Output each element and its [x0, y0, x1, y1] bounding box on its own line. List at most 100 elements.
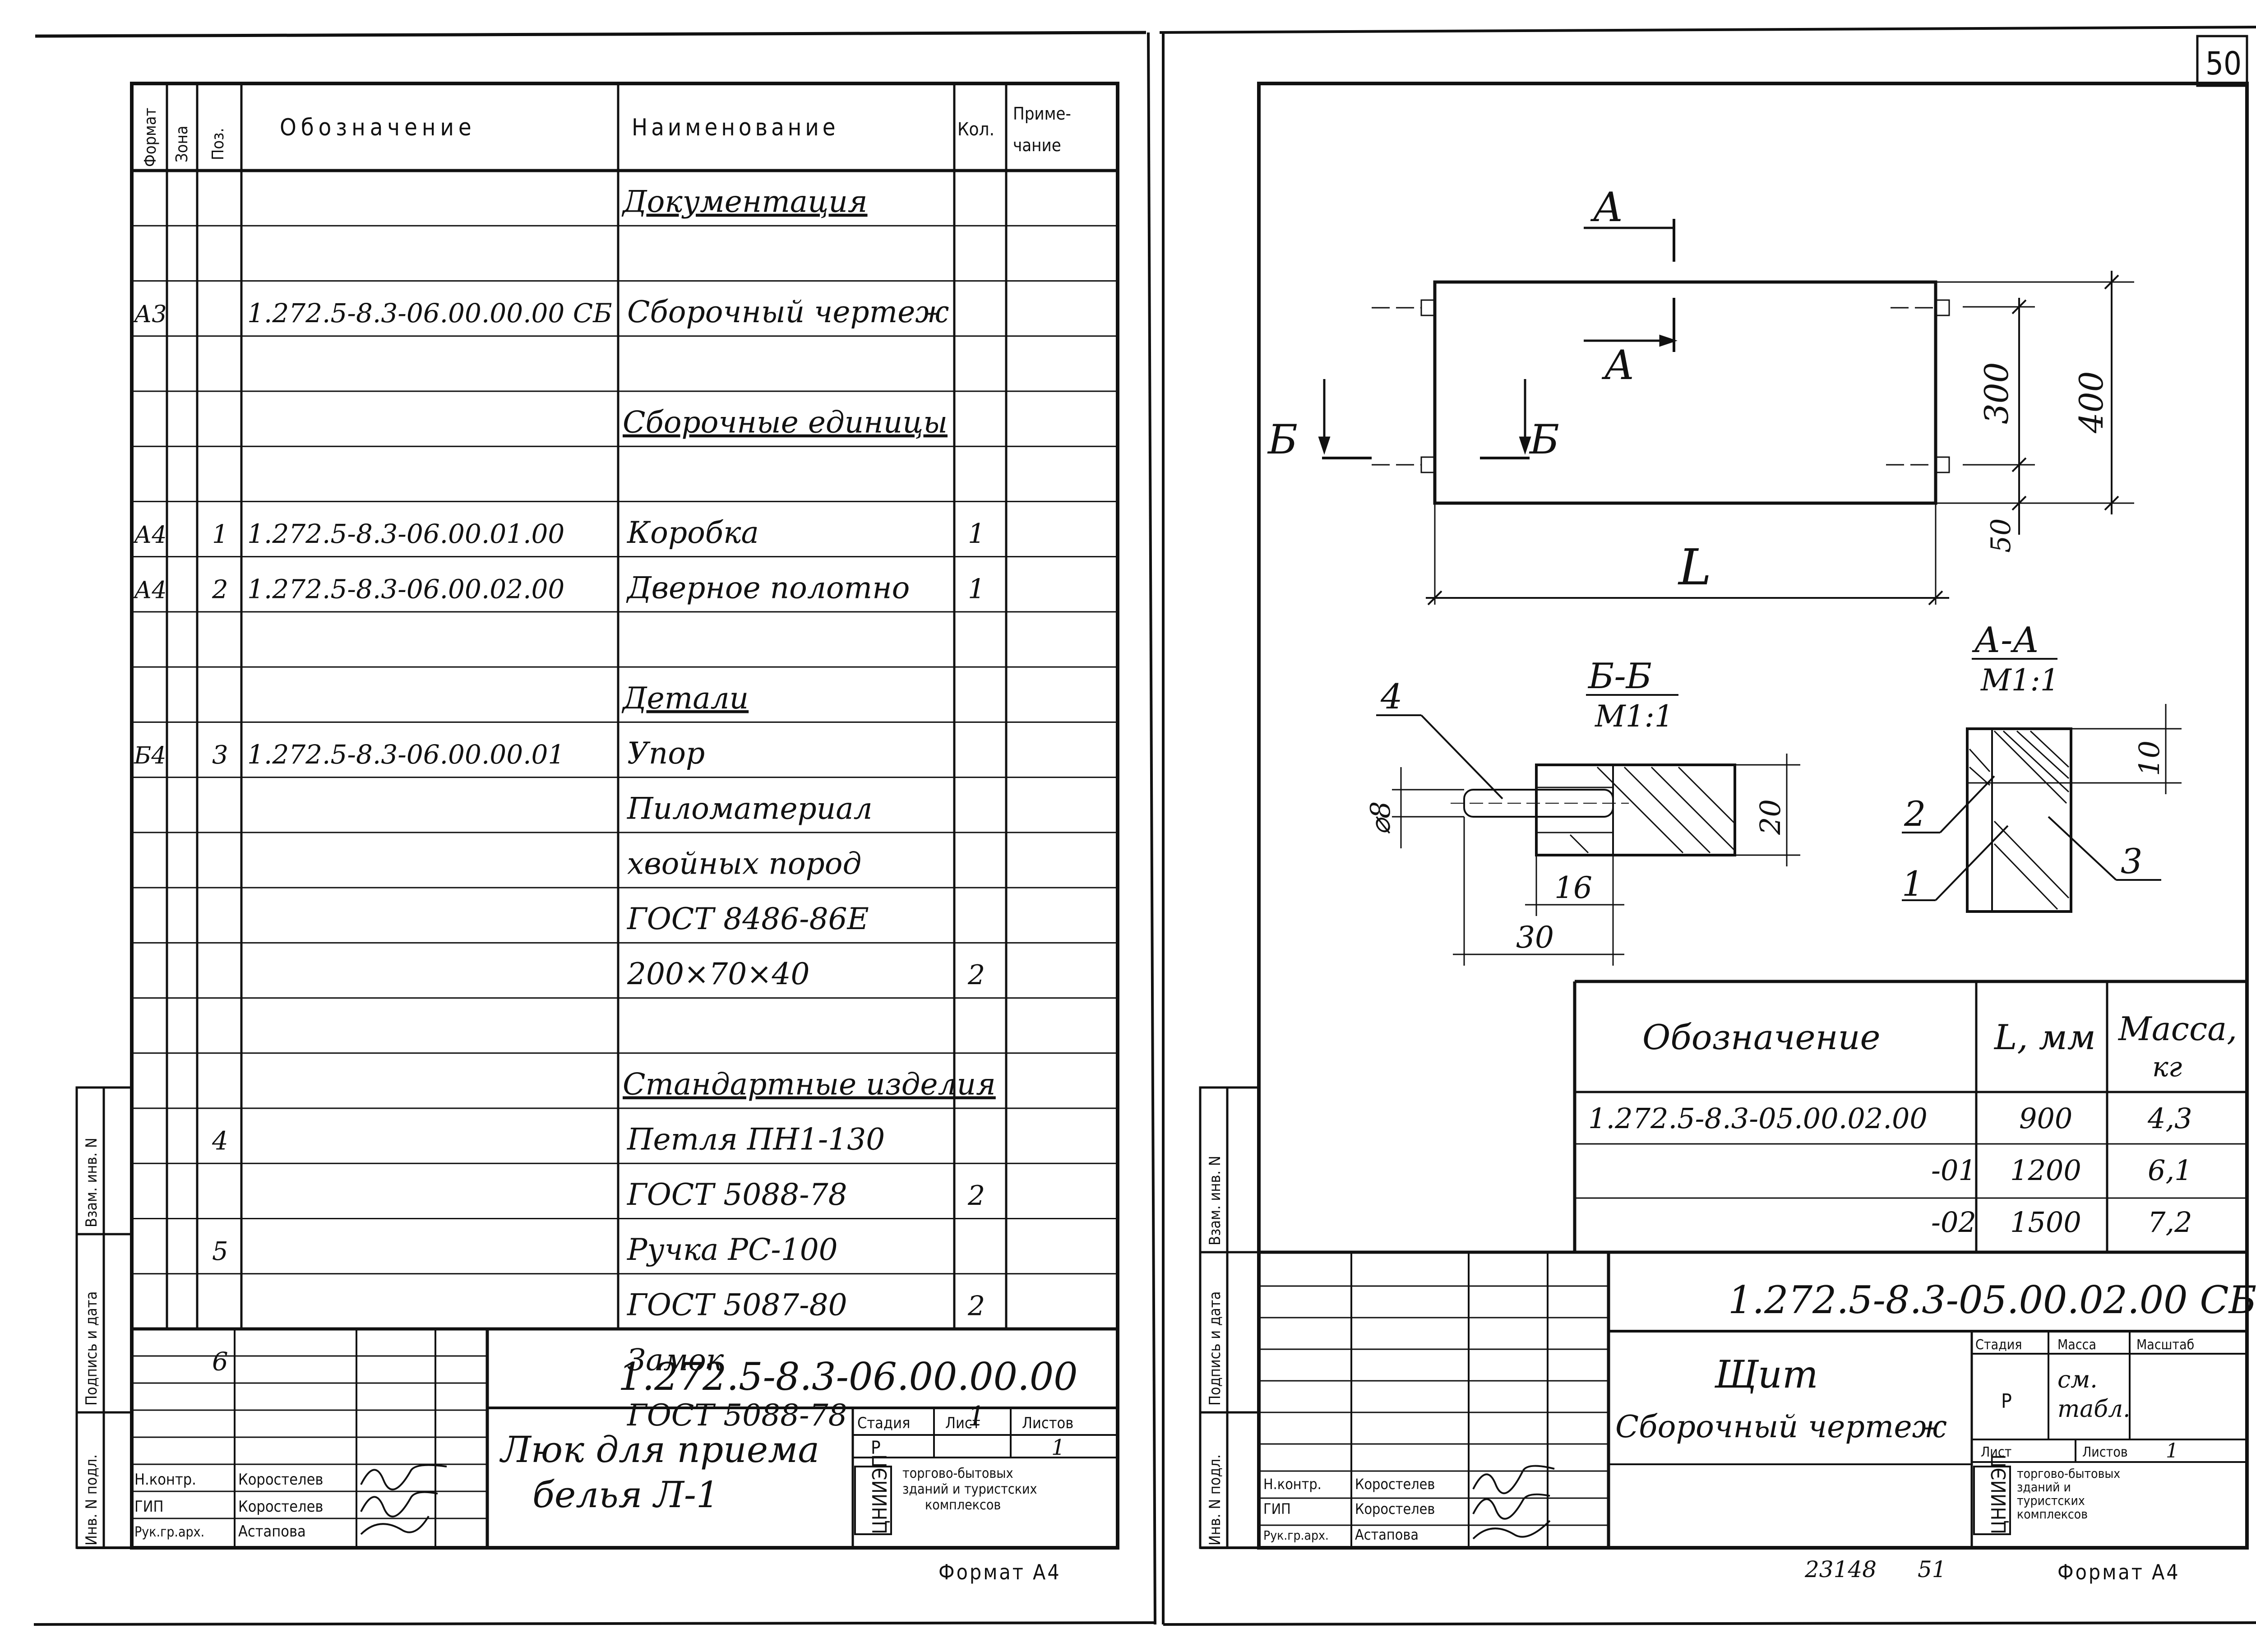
- right-tb-mass-h: Масса: [2057, 1337, 2096, 1353]
- right-tb-stage: Р: [2001, 1390, 2012, 1413]
- right-tb-org-2: зданий и: [2017, 1480, 2071, 1495]
- section-a-mid: А: [1601, 342, 1635, 389]
- row-name: Замок: [627, 1343, 724, 1378]
- row-name: ГОСТ 5088-78: [626, 1177, 847, 1212]
- left-tb-stage: Р: [871, 1438, 881, 1458]
- table-r0-length: 900: [2019, 1102, 2072, 1135]
- left-format: Формат А4: [938, 1560, 1061, 1584]
- right-tb-role-1: ГИП: [1263, 1500, 1291, 1518]
- left-signature-0: [360, 1464, 447, 1490]
- row-designation: 1.272.5-8.3-06.00.02.00: [247, 574, 564, 604]
- row-pos: 5: [212, 1237, 228, 1266]
- left-sheet: [33, 31, 1156, 1626]
- row-qty: 1: [968, 1401, 985, 1432]
- row-name: Ручка РС-100: [627, 1232, 838, 1267]
- row-name: 200×70×40: [627, 957, 810, 991]
- side-label-inv: Инв. N подл.: [83, 1454, 101, 1546]
- left-tb-role-2: Рук.гр.арх.: [134, 1524, 204, 1540]
- left-side-labels: Взам. инв. N Подпись и дата Инв. N подл.: [83, 1138, 101, 1546]
- right-tb-org-1: торгово-бытовых: [2017, 1466, 2120, 1481]
- header-zone: Зона: [173, 125, 191, 162]
- row-name: ГОСТ 8486-86Е: [626, 902, 869, 936]
- left-tb-sheets-h: Листов: [1022, 1414, 1073, 1432]
- row-name: ГОСТ 5087-80: [626, 1287, 847, 1322]
- bb-16: 16: [1554, 870, 1592, 905]
- row-name: Сборочный чертеж: [627, 295, 949, 329]
- bb-dia: ⌀8: [1365, 801, 1396, 835]
- right-format: Формат А4: [2057, 1560, 2180, 1584]
- view-aa-title: А-А: [1972, 620, 2039, 661]
- bb-30: 30: [1516, 920, 1554, 955]
- right-tb-scale-h: Масштаб: [2136, 1337, 2194, 1353]
- left-tb-person-1: Коростелев: [238, 1498, 323, 1516]
- header-pos: Поз.: [209, 128, 227, 160]
- row-designation: 1.272.5-8.3-06.00.01.00: [247, 518, 564, 549]
- left-tb-org-1: торгово-бытовых: [902, 1466, 1013, 1481]
- row-name: Упор: [627, 736, 705, 771]
- row-qty: 2: [967, 1180, 985, 1212]
- row-pos: 1: [212, 520, 228, 549]
- row-designation: 1.272.5-8.3-06.00.00.01: [247, 739, 564, 770]
- aa-pos-2: 2: [1904, 794, 1926, 834]
- header-qty: Кол.: [957, 119, 994, 140]
- row-name: ГОСТ 5088-78: [626, 1398, 847, 1433]
- right-tb-person-0: Коростелев: [1355, 1476, 1435, 1493]
- view-aa-scale: М1:1: [1980, 663, 2059, 698]
- right-tb-title-2: Сборочный чертеж: [1615, 1409, 1947, 1445]
- header-name: Наименование: [632, 114, 839, 141]
- row-pos: 2: [212, 575, 228, 604]
- row-name: хвойных пород: [627, 847, 861, 881]
- header-designation: Обозначение: [280, 114, 476, 141]
- bb-20: 20: [1754, 799, 1787, 835]
- row-name: Дверное полотно: [626, 570, 910, 605]
- row-pos: 3: [212, 740, 228, 770]
- left-tb-stage-h: Стадия: [857, 1414, 910, 1432]
- table-h-mass-1: Масса,: [2117, 1010, 2237, 1048]
- right-tb-role-0: Н.контр.: [1263, 1476, 1322, 1493]
- row-qty: 2: [967, 1290, 985, 1322]
- table-r1-designation: -01: [1931, 1154, 1976, 1187]
- aa-pos-3: 3: [2121, 841, 2142, 881]
- left-tb-sheet-h: Лист: [945, 1414, 980, 1432]
- right-tb-role-2: Рук.гр.арх.: [1263, 1528, 1329, 1543]
- row-qty: 2: [967, 959, 985, 991]
- right-tb-org-3: туристских: [2017, 1493, 2085, 1508]
- row-name: Сборочные единицы: [623, 405, 948, 440]
- row-name: Документация: [621, 185, 868, 219]
- row-format: А3: [132, 301, 166, 328]
- table-r2-length: 1500: [2010, 1206, 2081, 1239]
- right-tb-sheets-h: Листов: [2082, 1444, 2128, 1460]
- table-h-length: L, мм: [1993, 1017, 2096, 1057]
- row-qty: 1: [968, 518, 985, 550]
- r-side-label-vzam: Взам. инв. N: [1206, 1156, 1224, 1245]
- left-spec-header: Формат Зона Поз. Обозначение Наименовани…: [141, 104, 1071, 167]
- left-tb-org-3: комплексов: [925, 1497, 1001, 1513]
- section-b-right: Б: [1529, 416, 1559, 463]
- header-note-1: Приме-: [1013, 104, 1071, 124]
- right-tb-mass-2: табл.: [2057, 1396, 2131, 1423]
- right-tb-org-4: комплексов: [2017, 1507, 2088, 1522]
- left-tb-role-1: ГИП: [134, 1498, 164, 1516]
- right-sheet: [1159, 26, 2256, 1626]
- view-bb-scale: М1:1: [1595, 699, 1674, 734]
- side-label-vzam: Взам. инв. N: [83, 1138, 101, 1227]
- row-name: Пиломатериал: [627, 791, 873, 826]
- header-format: Формат: [141, 108, 160, 167]
- row-format: А4: [132, 522, 166, 549]
- right-tb-sheets: 1: [2166, 1439, 2178, 1462]
- dim-300: 300: [1978, 362, 2016, 424]
- row-qty: 1: [968, 573, 985, 605]
- row-name: Детали: [621, 681, 749, 716]
- bb-pos: 4: [1380, 676, 1402, 717]
- aa-10: 10: [2133, 740, 2166, 776]
- footer-mid: 51: [1918, 1556, 1946, 1583]
- left-title-block: 1.272.5-8.3-06.00.00.00 Люк для приема б…: [134, 1355, 1078, 1584]
- row-name: Коробка: [626, 515, 759, 550]
- dim-50: 50: [1985, 518, 2017, 553]
- right-tb-mass-1: см.: [2057, 1366, 2098, 1393]
- footer-left: 23148: [1804, 1556, 1877, 1583]
- right-title-block: 1.272.5-8.3-05.00.02.00 СБ Щит Сборочный…: [1263, 1278, 2256, 1584]
- left-tb-title-2: белья Л-1: [532, 1474, 719, 1516]
- right-tb-title-1: Щит: [1714, 1352, 1818, 1397]
- left-tb-sheets: 1: [1051, 1435, 1065, 1460]
